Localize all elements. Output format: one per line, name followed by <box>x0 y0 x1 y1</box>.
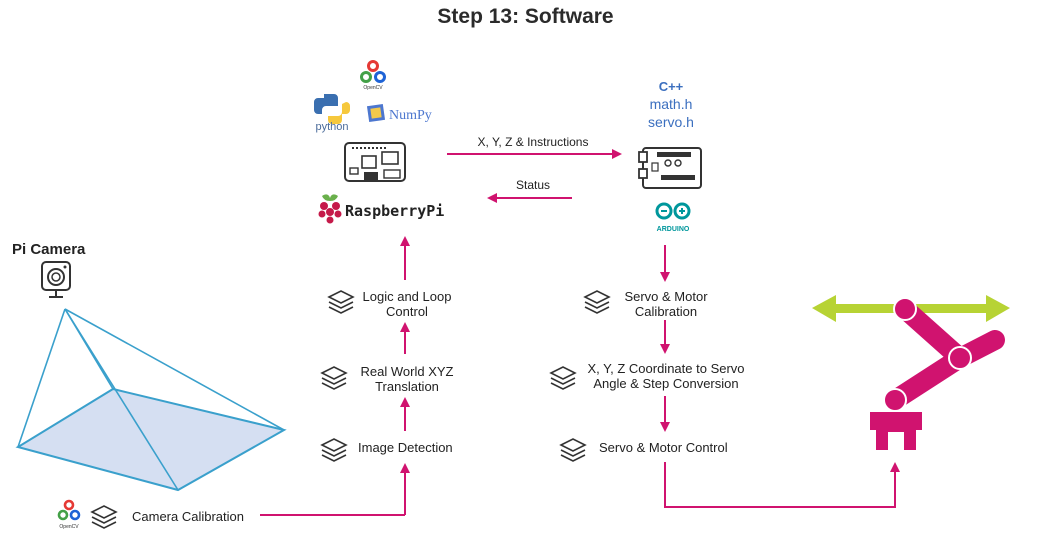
step-real-world-translation: Real World XYZ Translation <box>352 364 462 394</box>
numpy-logo: NumPy <box>366 103 432 123</box>
step-image-detection: Image Detection <box>358 440 453 455</box>
robot-arm-icon <box>870 297 1005 450</box>
camera-label: Pi Camera <box>12 241 86 258</box>
svg-text:OpenCV: OpenCV <box>363 85 383 91</box>
step-line: X, Y, Z Coordinate to Servo <box>587 361 745 376</box>
step-servo-motor-calibration: Servo & Motor Calibration <box>612 289 720 319</box>
step-line: Calibration <box>634 304 698 319</box>
step-servo-motor-control: Servo & Motor Control <box>599 440 728 455</box>
layers-icon <box>550 366 576 390</box>
raspberry-pi-logo: RaspberryPi <box>318 194 444 224</box>
layers-icon <box>321 366 347 390</box>
layers-icon <box>328 290 354 314</box>
step-line: Logic and Loop <box>362 289 452 304</box>
layers-icon <box>584 290 610 314</box>
camera-icon <box>41 261 71 298</box>
arduino-board <box>638 147 702 189</box>
step-logic-loop-control: Logic and Loop Control <box>352 289 462 319</box>
svg-text:OpenCV: OpenCV <box>59 524 79 530</box>
raspberry-pi-board <box>344 142 406 182</box>
opencv-logo: OpenCV <box>360 60 386 91</box>
step-camera-calibration: Camera Calibration <box>132 509 244 524</box>
page-title: Step 13: Software <box>437 5 614 28</box>
arrow-control-to-arm <box>664 462 900 508</box>
layers-icon <box>560 438 586 462</box>
camera-field-of-view <box>15 308 287 492</box>
library-servo: servo.h <box>648 114 694 130</box>
svg-text:RaspberryPi: RaspberryPi <box>345 202 444 220</box>
step-line: Translation <box>375 379 439 394</box>
arduino-logo: ARDUINO <box>655 202 691 233</box>
svg-text:NumPy: NumPy <box>389 108 432 123</box>
layers-icon <box>321 438 347 462</box>
opencv-logo: OpenCV <box>57 499 81 530</box>
step-line: Control <box>386 304 428 319</box>
message-to-arduino: X, Y, Z & Instructions <box>477 135 589 149</box>
python-logo: python <box>314 94 350 133</box>
message-status: Status <box>515 178 551 192</box>
library-cpp: C++ <box>658 79 684 94</box>
library-math: math.h <box>649 96 693 112</box>
step-line: Real World XYZ <box>360 364 454 379</box>
svg-text:python: python <box>315 121 348 133</box>
step-coordinate-conversion: X, Y, Z Coordinate to Servo Angle & Step… <box>580 361 752 391</box>
step-line: Angle & Step Conversion <box>593 376 739 391</box>
step-line: Servo & Motor <box>624 289 708 304</box>
layers-icon <box>91 505 117 529</box>
svg-text:ARDUINO: ARDUINO <box>657 226 690 233</box>
